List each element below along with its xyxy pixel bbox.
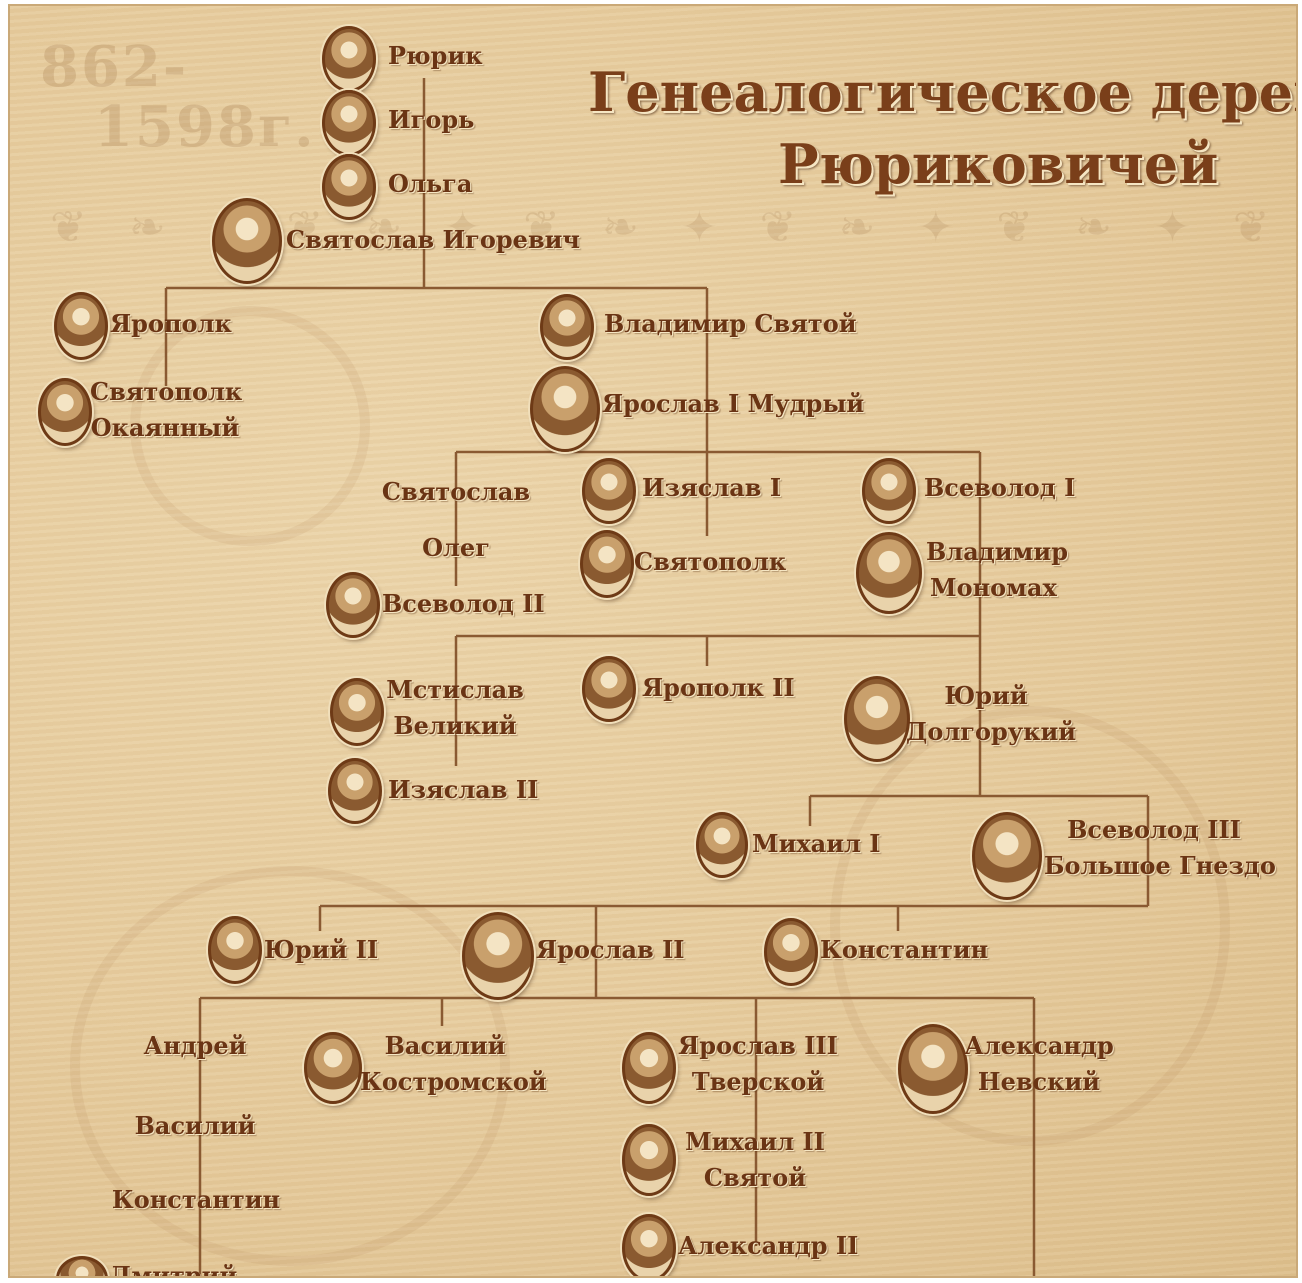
portrait-yaroslav-mudry (530, 366, 600, 452)
person-vsevolod-1: Всеволод I (924, 473, 1076, 502)
person-dmitry: Дмитрий (110, 1261, 238, 1278)
person-mstislav-veliky: Мстислав Великий (380, 672, 530, 744)
person-svyatoslav: Святослав (381, 477, 531, 506)
vsevolod-3-name: Всеволод III (1067, 815, 1241, 844)
background-ornament (830, 706, 1230, 1146)
years-range-top: 862- (40, 34, 189, 100)
tverskoy-epithet: Тверской (691, 1067, 825, 1096)
portrait-izyaslav-2 (328, 758, 382, 824)
vasily-name: Василий (384, 1031, 506, 1060)
veliky-epithet: Великий (393, 711, 517, 740)
person-oleg: Олег (422, 533, 490, 562)
portrait-yaroslav-3 (622, 1032, 676, 1104)
person-yaroslav-mudry: Ярослав I Мудрый (602, 389, 865, 418)
person-svyatopolk-okayanny: Святополк Окаянный (90, 374, 243, 446)
portrait-yury-2 (208, 916, 262, 984)
page-title-line2: Рюриковичей (778, 132, 1219, 196)
portrait-olga (322, 154, 376, 220)
years-range-bottom: 1598г. (94, 94, 316, 160)
person-konstantin-2: Константин (111, 1185, 281, 1214)
portrait-vasily-kostromskoy (304, 1032, 362, 1104)
person-yaroslav-2: Ярослав II (536, 935, 685, 964)
person-mikhail-2-svyatoy: Михаил II Святой (678, 1124, 832, 1196)
person-aleksandr-2: Александр II (678, 1231, 859, 1260)
nevsky-epithet: Невский (977, 1067, 1101, 1096)
portrait-vsevolod-1 (862, 458, 916, 524)
portrait-mstislav (330, 678, 384, 746)
portrait-izyaslav-1 (582, 458, 636, 524)
portrait-mikhail-1 (696, 812, 748, 878)
person-ryurik: Рюрик (388, 41, 483, 70)
person-svyatoslav-igorevich: Святослав Игоревич (286, 225, 580, 254)
person-vladimir-monomakh: Владимир Мономах (926, 534, 1068, 606)
svyatopolk-name: Святополк (90, 377, 243, 406)
okayanny-epithet: Окаянный (90, 413, 240, 442)
vladimir-name: Владимир (926, 537, 1068, 566)
portrait-aleksandr-nevsky (898, 1024, 968, 1114)
person-andrey: Андрей (143, 1031, 247, 1060)
svyatoy-epithet: Святой (703, 1163, 807, 1192)
person-svyatopolk-2: Святополк (634, 547, 787, 576)
portrait-yaropolk (54, 292, 108, 360)
person-yaropolk-2: Ярополк II (642, 673, 795, 702)
portrait-vsevolod-2 (326, 572, 380, 638)
person-aleksandr-nevsky: Александр Невский (964, 1028, 1114, 1100)
portrait-vladimir-monomakh (856, 532, 922, 614)
mikhail-2-name: Михаил II (685, 1127, 825, 1156)
person-vsevolod-3-bolshoe-gnezdo: Всеволод III Большое Гнездо (1044, 812, 1276, 884)
person-vladimir-svyatoy: Владимир Святой (604, 309, 857, 338)
yaroslav-3-name: Ярослав III (678, 1031, 838, 1060)
person-yaroslav-3-tverskoy: Ярослав III Тверской (674, 1028, 842, 1100)
portrait-igor (322, 90, 376, 156)
person-igor: Игорь (388, 105, 475, 134)
person-mikhail-1: Михаил I (752, 829, 881, 858)
portrait-yury-dolgoruky (844, 676, 910, 762)
person-izyaslav-1: Изяслав I (642, 473, 782, 502)
portrait-svyatopolk-okayanny (38, 378, 92, 446)
portrait-yaroslav-2 (462, 912, 534, 1000)
aleksandr-name: Александр (964, 1031, 1114, 1060)
page-title-line1: Генеалогическое дерево (588, 60, 1298, 124)
yury-name: Юрий (944, 681, 1028, 710)
dolgoruky-epithet: Долгорукий (906, 717, 1077, 746)
portrait-mikhail-2 (622, 1124, 676, 1196)
person-vsevolod-2: Всеволод II (382, 589, 545, 618)
portrait-konstantin (764, 918, 818, 986)
person-yury-dolgoruky: Юрий Долгорукий (906, 678, 1077, 750)
background-ornament (130, 306, 370, 546)
person-izyaslav-2: Изяслав II (388, 775, 539, 804)
person-yury-2: Юрий II (264, 935, 379, 964)
genealogy-poster: ❦ ❧ ✦ ❦ ❧ ✦ ❦ ❧ ✦ ❦ ❧ ✦ ❦ ❧ ✦ ❦ ❧ ✦ ❦ ❧ … (8, 4, 1298, 1278)
person-vasily-kostromskoy: Василий Костромской (360, 1028, 547, 1100)
person-olga: Ольга (388, 169, 473, 198)
person-vasily: Василий (134, 1111, 256, 1140)
portrait-ryurik (322, 26, 376, 92)
portrait-aleksandr-2 (622, 1214, 676, 1276)
mstislav-name: Мстислав (386, 675, 524, 704)
person-yaropolk: Ярополк (110, 309, 232, 338)
bolshoe-gnezdo-epithet: Большое Гнездо (1044, 851, 1276, 880)
portrait-vladimir-svyatoy (540, 294, 594, 360)
person-konstantin: Константин (820, 935, 989, 964)
portrait-svyatoslav-igorevich (212, 198, 282, 284)
portrait-svyatopolk-2 (580, 530, 634, 598)
portrait-vsevolod-3 (972, 812, 1042, 900)
background-ornament (70, 866, 510, 1266)
kostromskoy-epithet: Костромской (360, 1067, 547, 1096)
portrait-yaropolk-2 (582, 656, 636, 722)
tree-connectors (164, 78, 1150, 1276)
monomakh-epithet: Мономах (930, 573, 1057, 602)
